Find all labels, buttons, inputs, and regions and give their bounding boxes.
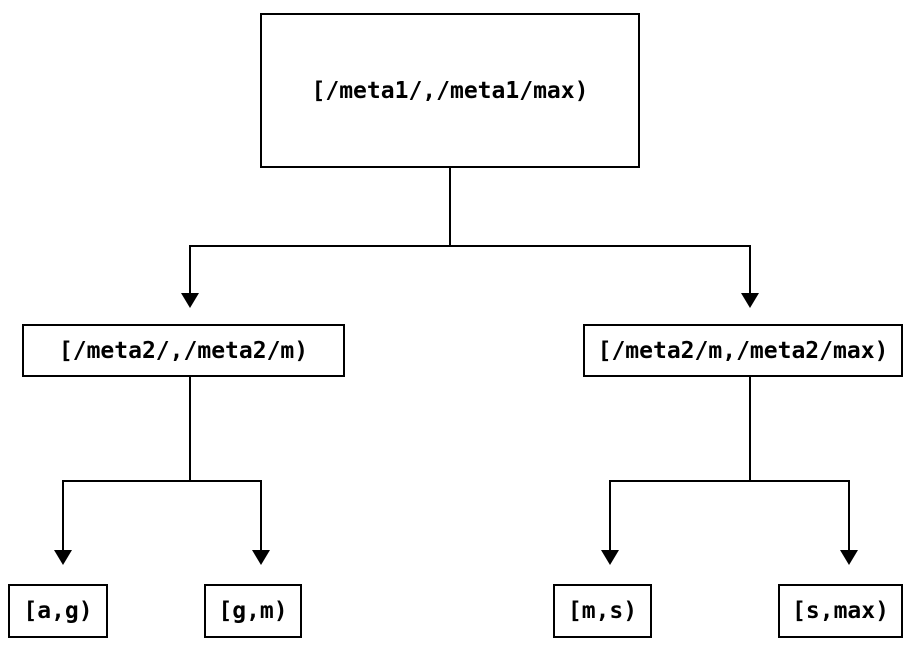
edge-root-split-bar — [189, 245, 751, 247]
edge-right-to-smax-drop — [848, 480, 850, 550]
edge-left-to-gm-drop — [260, 480, 262, 550]
edge-right-to-ms-drop — [609, 480, 611, 550]
arrow-down-icon — [54, 550, 72, 565]
node-meta2-right-range: [/meta2/m,/meta2/max) — [583, 324, 903, 377]
arrow-down-icon — [840, 550, 858, 565]
node-leaf-smax: [s,max) — [778, 584, 903, 638]
edge-left-split-bar — [62, 480, 262, 482]
arrow-down-icon — [741, 293, 759, 308]
node-leaf-ag: [a,g) — [8, 584, 108, 638]
node-meta2-left-range: [/meta2/,/meta2/m) — [22, 324, 345, 377]
node-leaf-ms: [m,s) — [553, 584, 652, 638]
edge-left-to-ag-drop — [62, 480, 64, 550]
edge-root-to-right-drop — [749, 245, 751, 293]
edge-right-stem — [749, 377, 751, 481]
edge-root-to-left-drop — [189, 245, 191, 293]
node-leaf-gm: [g,m) — [204, 584, 302, 638]
arrow-down-icon — [181, 293, 199, 308]
arrow-down-icon — [601, 550, 619, 565]
edge-right-split-bar — [609, 480, 850, 482]
edge-left-stem — [189, 377, 191, 482]
node-root-range: [/meta1/,/meta1/max) — [260, 13, 640, 168]
arrow-down-icon — [252, 550, 270, 565]
edge-root-stem — [449, 168, 451, 247]
